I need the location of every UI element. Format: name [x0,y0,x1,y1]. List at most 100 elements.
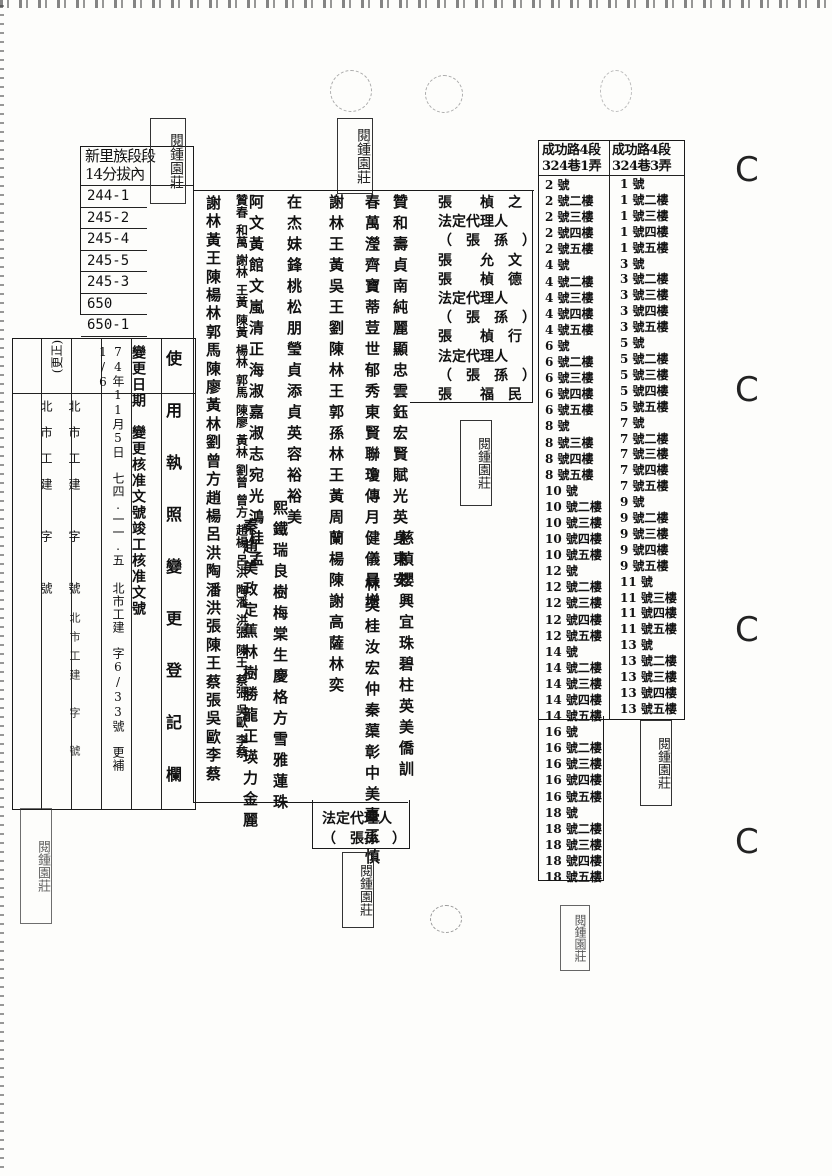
owners-lower-box [193,402,408,803]
address-entry: 14 號三樓 [545,676,602,691]
owner-surname: 黃 [206,396,228,415]
address-entry: 11 號五樓 [620,622,677,637]
faint-stamp-mark [330,70,372,112]
legal-rep-line: 張 楨 德 [438,271,522,288]
address-entry: 7 號二樓 [620,431,669,446]
owner-surname: 張 [206,617,228,636]
address-entry: 18 號四樓 [545,853,602,868]
approval-seal: 閱鍾園莊 [20,808,52,924]
address-entry: 2 號 [545,178,570,192]
seal-text: 閱鍾園莊 [355,128,371,184]
owner-name-column: 贊和壽貞南純麗顯忠雲鈺宏賢賦光英身東安 [391,194,409,593]
stamp-table-header: 變更日期 變更核准文號竣工核准文號 [130,345,146,617]
address-entry: 7 號 [620,415,645,430]
owner-surname: 陳 [206,635,228,654]
scan-edge-left [0,0,4,1168]
owner-pair: 趙楊 [234,524,249,548]
address-entry: 1 號四樓 [620,224,669,239]
stamp-table-entry: 北市工建 字 號 [68,612,81,764]
address-entry: 16 號二樓 [545,741,602,756]
address-entry: 3 號五樓 [620,320,669,335]
owner-name-column: 謝林王黃吳王劉陳林王郭孫林王黃周蘭楊陳謝高薩林奕 [327,194,345,698]
owner-surname: 歐 [206,727,228,746]
legal-rep-line: 張 楨 之 [438,195,522,211]
address-entry: 14 號四樓 [545,693,602,707]
legal-rep-line: 張 允 文 [438,252,522,269]
address-entry: 16 號 [545,725,578,740]
address-entry: 8 號五樓 [545,467,594,482]
lot-number: 244-1 [81,186,147,208]
address-entry: 5 號三樓 [620,367,669,382]
address-entry: 14 號二樓 [545,660,602,675]
address-entry: 4 號二樓 [545,274,594,289]
faint-stamp-mark [600,70,632,112]
owner-pair: 蔡張 [234,674,249,698]
address-entry: 4 號三樓 [545,290,594,305]
owner-paired-column: 贊春和萬謝林王黃陳黃楊林郭馬陳廖黃林劉曾曾方趙楊呂洪陶潘洪張陳王蔡張吳歐李蔡 [226,194,249,764]
lot-number: 245-2 [81,208,147,229]
address-header-right-line2: 324巷3弄 [612,159,672,174]
margin-mark: C [735,150,759,190]
approval-seal: 閱鍾園莊 [150,118,186,204]
owner-surname-column: 謝林黃王陳楊林郭馬陳廖黃林劉曾方趙楊呂洪陶潘洪張陳王蔡張吳歐李蔡 [206,194,224,783]
stamp-col [71,339,102,809]
owner-name-column: 在杰妹鋒桃松朋瑩貞添貞英容裕裕美 [285,194,303,530]
address-entry: 6 號三樓 [545,371,594,386]
approval-seal: 閱鍾園莊 [560,905,590,971]
owner-surname: 馬 [206,341,228,360]
address-entry: 7 號三樓 [620,447,669,462]
owner-surname: 林 [206,212,228,231]
address-entry: 18 號五樓 [545,870,602,885]
address-entry: 3 號二樓 [620,272,669,287]
legal-rep-line: 張 楨 行 [438,329,522,346]
owner-surname: 呂 [206,525,228,544]
address-entry: 10 號三樓 [545,515,602,530]
seal-text: 閱鍾園莊 [357,864,372,916]
owner-name-column: 阿文黃館文嵐清正海淑嘉淑志宛光鴻桂孟 [247,194,265,572]
address-entry: 1 號 [620,177,645,191]
stamp-table-title: 使 用 執 照 變 更 登 記 欄 [163,350,182,792]
owner-surname: 吳 [206,709,228,728]
address-entry: 8 號 [545,419,570,434]
legal-representative-lines: 張 楨 之法定代理人（ 張 孫 ）張 允 文張 楨 德法定代理人（ 張 孫 ）張… [438,194,536,405]
address-entry: 3 號三樓 [620,288,669,303]
owner-pair: 陳黃 [234,314,249,338]
approval-seal: 閱鍾園莊 [337,118,373,194]
address-entry: 12 號四樓 [545,612,602,627]
owners-footer-box [312,800,410,849]
owner-surname: 黃 [206,230,228,249]
address-header-left-line2: 324巷1弄 [542,159,602,174]
address-entry: 7 號五樓 [620,479,669,494]
owner-surname: 廖 [206,378,228,397]
owner-surname: 王 [206,249,228,268]
owner-surname: 劉 [206,433,228,452]
address-entry: 5 號 [620,336,645,351]
address-entry: 1 號三樓 [620,208,669,223]
owner-surname: 潘 [206,580,228,599]
seal-text: 閱鍾園莊 [573,914,587,962]
owner-name-column: 慈楨櫻興宜珠碧柱英美僑訓 [397,530,415,782]
owner-surname: 王 [206,654,228,673]
address-entry: 11 號四樓 [620,606,677,621]
address-entry: 5 號二樓 [620,351,669,366]
owner-surname: 方 [206,470,228,489]
address-entry: 10 號四樓 [545,532,602,547]
address-entry: 16 號三樓 [545,757,602,772]
approval-seal: 閱鍾園莊 [460,420,492,506]
address-header-right-line1: 成功路4段 [612,143,671,158]
owner-pair: 呂洪 [234,554,249,578]
owner-footer-line2: （ 張孫 ） [322,831,406,847]
margin-mark: C [735,822,759,862]
stamp-table-entry: 北市工建 字 號 [67,400,81,608]
address-entry: 12 號 [545,564,578,579]
address-entry: 2 號二樓 [545,194,594,209]
address-entry: 9 號四樓 [620,542,669,557]
owner-pair: 黃林 [234,434,249,458]
address-entry: 13 號四樓 [620,686,677,700]
legal-rep-line: （ 張 孫 ） [438,233,536,250]
owner-surname: 張 [206,690,228,709]
owner-pair: 贊春 [234,194,249,218]
address-entry: 16 號四樓 [545,773,602,788]
owner-footer-line1: 法定代理人 [322,811,392,827]
